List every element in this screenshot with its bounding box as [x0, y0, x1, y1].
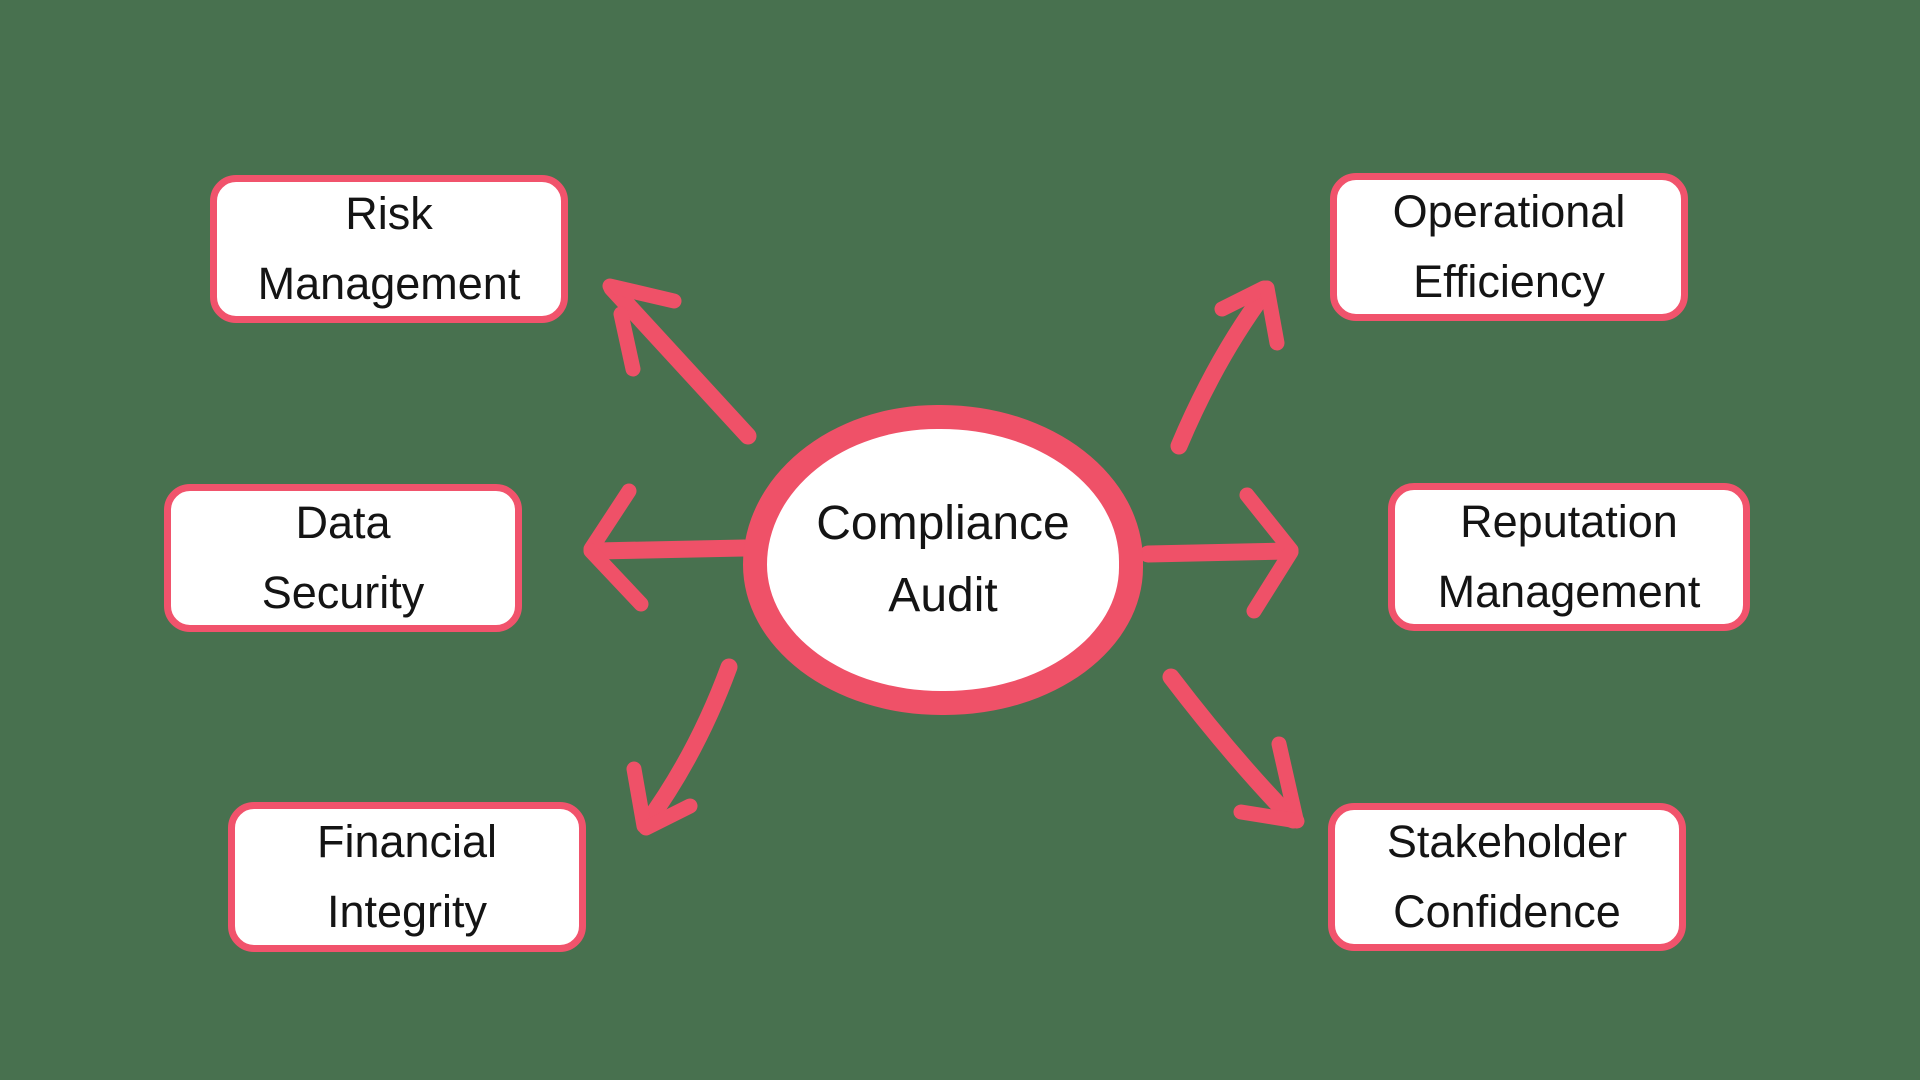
- center-label-line: Audit: [888, 569, 998, 622]
- arrow-to-stakeholder-confidence: [1162, 668, 1305, 829]
- node-label-line: Efficiency: [1413, 256, 1605, 307]
- arrow-to-operational-efficiency: [1170, 280, 1285, 455]
- node-label-line: Integrity: [326, 886, 488, 937]
- node-label-line: Management: [1437, 566, 1701, 617]
- node-label-line: Operational: [1392, 186, 1626, 238]
- node-financial-integrity: Financial Integrity: [228, 802, 586, 952]
- arrow-to-reputation-management: [1139, 487, 1299, 619]
- node-stakeholder-confidence: Stakeholder Confidence: [1328, 803, 1686, 951]
- arrow-to-data-security: [583, 483, 753, 612]
- node-label-line: Financial: [316, 816, 498, 868]
- node-label-line: Stakeholder: [1386, 816, 1628, 868]
- node-data-security: Data Security: [164, 484, 522, 632]
- node-label-line: Security: [261, 567, 425, 618]
- center-label-line: Compliance: [816, 497, 1070, 550]
- node-risk-management: Risk Management: [210, 175, 568, 323]
- node-label-line: Management: [257, 258, 521, 309]
- node-label-line: Confidence: [1393, 886, 1621, 937]
- arrow-to-financial-integrity: [626, 658, 738, 836]
- arrow-to-risk-management: [602, 278, 757, 445]
- center-node-compliance-audit: Compliance Audit: [743, 405, 1143, 715]
- node-reputation-management: Reputation Management: [1388, 483, 1750, 631]
- node-label-line: Risk: [345, 188, 433, 240]
- node-operational-efficiency: Operational Efficiency: [1330, 173, 1688, 321]
- node-label-line: Reputation: [1460, 496, 1678, 548]
- node-label-line: Data: [295, 497, 391, 549]
